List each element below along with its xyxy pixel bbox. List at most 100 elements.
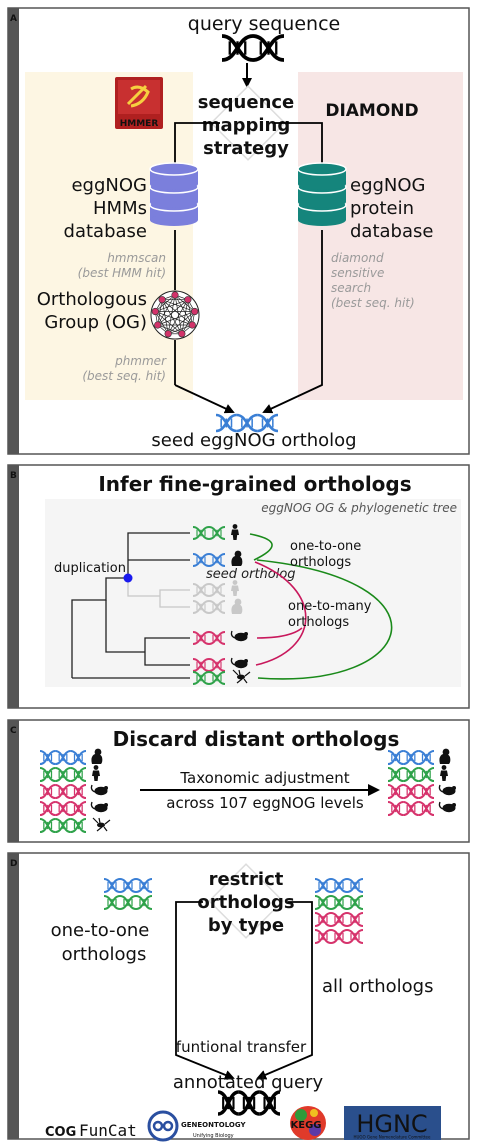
c-right-dna-4 xyxy=(387,800,435,817)
adjust-line-2: across 107 eggNOG levels xyxy=(166,794,364,812)
c-left-human-icon xyxy=(92,765,100,781)
annotated-query-label: annotated query xyxy=(173,1072,324,1093)
tree-branches-lost xyxy=(127,578,190,608)
strategy-to-hmm-line xyxy=(174,122,220,163)
d-right-dna-1 xyxy=(314,877,364,894)
gene-ontology-logo: GENEONTOLOGY Unifying Biology xyxy=(147,1110,246,1142)
tree-leaf-1-human-icon xyxy=(231,524,239,540)
tree-leaf-1-dna xyxy=(192,526,226,540)
panel-b-sidebar xyxy=(8,465,19,708)
tree-leaf-4-dna xyxy=(192,600,226,614)
seed-ortholog-label: seed eggNOG ortholog xyxy=(151,430,356,451)
one-to-many-arc-2 xyxy=(256,627,303,639)
tree-background xyxy=(45,499,461,687)
annotated-dna-icon xyxy=(217,1090,281,1116)
diamond-search-line-2: sensitive xyxy=(331,266,384,280)
hmmscan-line-1: hmmscan xyxy=(107,251,166,265)
hmmscan-line-2: (best HMM hit) xyxy=(78,266,166,280)
restrict-line-2: orthologs xyxy=(197,892,294,913)
tree-leaf-6-dna xyxy=(192,658,226,672)
one-to-one-line-1: one-to-one xyxy=(290,539,361,554)
strategy-diamond xyxy=(210,85,286,161)
one-to-one-arc-2 xyxy=(256,559,393,680)
restrict-line-1: restrict xyxy=(209,869,284,890)
panel-d-sidebar xyxy=(8,853,19,1139)
d-one-to-one-line-2: orthologs xyxy=(62,944,147,965)
one-to-many-arc-1 xyxy=(254,561,307,666)
c-right-gorilla-icon xyxy=(439,748,451,764)
hmmer-background xyxy=(25,72,193,400)
protein-db-line-3: database xyxy=(350,221,433,242)
strategy-to-protein-line xyxy=(274,122,323,163)
tree-leaf-5-dna xyxy=(192,631,226,645)
c-right-mouse-icon-2 xyxy=(438,801,456,813)
functional-transfer-label: funtional transfer xyxy=(176,1038,307,1056)
hmm-database-icon xyxy=(149,162,199,226)
one-to-one-transfer-arrow xyxy=(175,901,235,1080)
kegg-logo: KEGG xyxy=(290,1106,326,1140)
duplication-label: duplication xyxy=(54,561,126,576)
og-line-1: Orthologous xyxy=(37,289,147,310)
protein-db-line-1: eggNOG xyxy=(350,175,426,196)
panel-c: C Discard distant orthologs Taxonomic ad… xyxy=(7,719,470,843)
hmm-db-line-1: eggNOG xyxy=(71,175,147,196)
d-one-to-one-line-1: one-to-one xyxy=(51,920,150,941)
c-right-dna-2 xyxy=(387,766,435,783)
query-dna-icon xyxy=(221,34,285,62)
c-left-dna-1 xyxy=(39,749,87,766)
panel-c-title: Discard distant orthologs xyxy=(113,727,400,751)
protein-database-icon xyxy=(297,162,347,226)
hammer-sickle-icon xyxy=(126,84,150,108)
panel-c-label: C xyxy=(10,726,17,736)
adjust-line-1: Taxonomic adjustment xyxy=(179,769,349,787)
phmmer-line-2: (best seq. hit) xyxy=(82,369,166,383)
d-right-dna-4 xyxy=(314,928,364,945)
tree-leaf-2-dna xyxy=(192,553,226,567)
d-right-dna-2 xyxy=(314,894,364,911)
strategy-line-2: mapping xyxy=(202,115,291,136)
query-sequence-label: query sequence xyxy=(188,13,340,35)
hmmer-logo-text: HMMER xyxy=(120,119,159,129)
diamond-search-line-1: diamond xyxy=(331,251,384,265)
c-right-dna-3 xyxy=(387,783,435,800)
hgnc-logo: HGNC HUGO Gene Nomenclature Committee xyxy=(344,1106,441,1140)
hgnc-logo-subtext: HUGO Gene Nomenclature Committee xyxy=(354,1135,432,1140)
tree-branches-bottom xyxy=(105,600,190,666)
c-left-mouse-icon-1 xyxy=(90,784,108,796)
d-left-dna-2 xyxy=(103,894,153,911)
panel-b: B Infer fine-grained orthologs eggNOG OG… xyxy=(7,464,470,709)
all-transfer-arrow xyxy=(256,901,313,1080)
protein-db-line-2: protein xyxy=(350,198,414,219)
seed-dna-icon xyxy=(215,413,279,433)
diamond-label: DIAMOND xyxy=(325,101,418,121)
c-left-dna-3 xyxy=(39,783,87,800)
diamond-background xyxy=(298,72,463,400)
c-right-human-icon xyxy=(440,765,448,781)
og-line-2: Group (OG) xyxy=(44,312,147,333)
one-to-many-line-1: one-to-many xyxy=(288,599,372,614)
c-left-dna-5 xyxy=(39,817,87,834)
go-logo-text: GENEONTOLOGY xyxy=(181,1121,246,1129)
c-left-gorilla-icon xyxy=(91,748,103,764)
tree-leaf-2-gorilla-icon xyxy=(231,550,243,566)
tree-leaf-7-fly-icon xyxy=(232,669,251,684)
one-to-many-line-2: orthologs xyxy=(288,615,349,630)
hmm-db-line-3: database xyxy=(64,221,147,242)
seed-ortholog-tree-label: seed ortholog xyxy=(206,567,296,582)
hmmer-logo: HMMER xyxy=(115,77,163,129)
tree-branches-top xyxy=(71,532,190,678)
panel-c-sidebar xyxy=(8,720,19,842)
c-left-dna-2 xyxy=(39,766,87,783)
panel-b-title: Infer fine-grained orthologs xyxy=(98,472,411,496)
c-right-mouse-icon-1 xyxy=(438,784,456,796)
tree-leaf-5-mouse-icon xyxy=(230,630,248,642)
kegg-logo-text: KEGG xyxy=(291,1120,322,1131)
og-network-icon xyxy=(150,290,200,340)
one-to-one-arc-1 xyxy=(249,533,273,561)
hgnc-logo-text: HGNC xyxy=(356,1110,427,1138)
tree-leaf-7-dna xyxy=(192,671,226,685)
panel-b-label: B xyxy=(10,471,17,481)
funcat-logo: FunCat xyxy=(79,1121,137,1140)
protein-to-seed-arrow xyxy=(262,230,323,414)
